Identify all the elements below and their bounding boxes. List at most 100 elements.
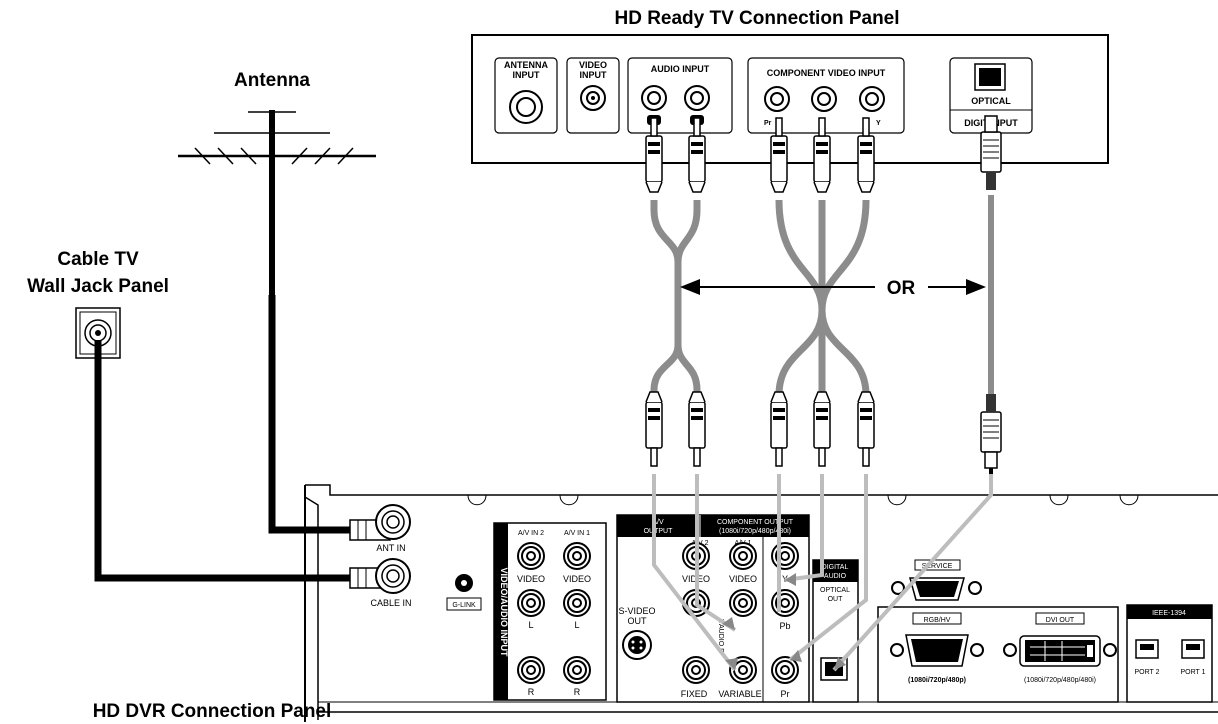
cable-in-connector-icon bbox=[349, 558, 411, 594]
antenna-cable bbox=[268, 295, 350, 534]
or-arrow-icon bbox=[680, 279, 986, 295]
av1-audio-l-jack-icon bbox=[729, 589, 757, 617]
dvr-audio-r-plug-icon bbox=[688, 391, 706, 467]
digital-audio-label1: DIGITAL bbox=[822, 564, 849, 571]
tv-antenna-jack-icon bbox=[509, 90, 543, 124]
dvr-optical-plug-icon bbox=[980, 394, 1002, 478]
av-in-1-l-jack-icon bbox=[563, 589, 591, 617]
tv-comp-y-plug-icon bbox=[857, 117, 875, 193]
tv-component-y-jack-icon bbox=[859, 86, 885, 112]
dvi-out-label: DVI OUT bbox=[1046, 617, 1075, 624]
comp-pr-label: Pr bbox=[781, 689, 790, 699]
svideo-label1: S-VIDEO bbox=[618, 606, 655, 616]
tv-antenna-input-label2: INPUT bbox=[513, 70, 541, 80]
component-output-label2: (1080i/720p/480p/480i) bbox=[719, 528, 791, 535]
audio-vertical-label: L AUDIO R bbox=[717, 619, 724, 653]
av-in-2-r-label: R bbox=[528, 687, 535, 697]
dvr-audio-l-plug-icon bbox=[645, 391, 663, 467]
optical-out-label1: OPTICAL bbox=[820, 587, 850, 594]
tv-pr-label: Pr bbox=[764, 120, 772, 127]
or-label: OR bbox=[887, 278, 916, 299]
rgb-hv-port-icon bbox=[890, 634, 984, 667]
ant-in-label: ANT IN bbox=[376, 543, 405, 553]
av-in-1-label: A/V IN 1 bbox=[564, 530, 590, 537]
service-port-icon bbox=[891, 577, 982, 601]
av-output-label1: A/V bbox=[652, 519, 664, 526]
av-in-2-video-label: VIDEO bbox=[517, 574, 545, 584]
component-output-label1: COMPONENT OUTPUT bbox=[717, 519, 794, 526]
cable-title-line2: Wall Jack Panel bbox=[27, 276, 169, 297]
av-in-2-video-jack-icon bbox=[517, 542, 545, 570]
dvr-comp-pr-plug-icon bbox=[770, 391, 788, 467]
rgb-hv-label: RGB/HV bbox=[924, 617, 951, 624]
av-in-1-video-jack-icon bbox=[563, 542, 591, 570]
ieee-port-1-icon bbox=[1181, 639, 1205, 659]
g-link-jack-icon bbox=[455, 574, 473, 592]
tv-component-input-label: COMPONENT VIDEO INPUT bbox=[767, 68, 886, 78]
component-cable bbox=[775, 199, 870, 396]
svideo-label2: OUT bbox=[628, 616, 648, 626]
dvr-comp-y-plug-icon bbox=[857, 391, 875, 467]
av-in-1-r-jack-icon bbox=[563, 656, 591, 684]
tv-comp-pr-plug-icon bbox=[770, 117, 788, 193]
av-in-1-video-label: VIDEO bbox=[563, 574, 591, 584]
av-input-vertical-label: VIDEO/AUDIO INPUT bbox=[499, 567, 509, 657]
rgb-resolution-label: (1080i/720p/480p) bbox=[908, 677, 966, 684]
port-1-label: PORT 1 bbox=[1180, 669, 1205, 676]
av-in-1-r-label: R bbox=[574, 687, 581, 697]
comp-pb-label: Pb bbox=[779, 621, 790, 631]
av1-video-jack-icon bbox=[729, 542, 757, 570]
tv-connection-panel: ANTENNA INPUT VIDEO INPUT AUDIO INPUT L … bbox=[471, 34, 1109, 164]
tv-optical-label: OPTICAL bbox=[971, 96, 1011, 106]
tv-audio-l-jack-icon bbox=[641, 85, 667, 111]
ieee-port-2-icon bbox=[1135, 639, 1159, 659]
cable-tv-cable bbox=[94, 340, 350, 582]
dvr-output-cables bbox=[652, 474, 993, 672]
tv-audio-r-jack-icon bbox=[684, 85, 710, 111]
tv-audio-r-plug-icon bbox=[688, 117, 706, 193]
rca-plugs bbox=[645, 115, 1002, 478]
dvr-panel-title: HD DVR Connection Panel bbox=[93, 701, 332, 722]
tv-optical-plug-icon bbox=[980, 115, 1002, 190]
av1-video-label: VIDEO bbox=[729, 574, 757, 584]
cable-in-label: CABLE IN bbox=[370, 598, 411, 608]
antenna-icon bbox=[178, 110, 376, 295]
tv-video-jack-icon bbox=[580, 85, 606, 111]
av-in-2-label: A/V IN 2 bbox=[518, 530, 544, 537]
dvr-connection-panel: ANT IN CABLE IN G-LINK VIDEO/AUDIO INPUT… bbox=[304, 484, 1218, 722]
digital-audio-label2: AUDIO bbox=[824, 573, 847, 580]
av-output-label2: OUTPUT bbox=[644, 528, 674, 535]
av-in-2-l-label: L bbox=[528, 620, 533, 630]
comp-pb-jack-icon bbox=[771, 589, 799, 617]
tv-component-pb-jack-icon bbox=[811, 86, 837, 112]
optical-out-label2: OUT bbox=[828, 596, 844, 603]
comp-pr-jack-icon bbox=[771, 656, 799, 684]
tv-audio-l-plug-icon bbox=[645, 117, 663, 193]
tv-panel-title: HD Ready TV Connection Panel bbox=[614, 8, 899, 29]
fixed-label: FIXED bbox=[681, 689, 708, 699]
cable-end-arrows bbox=[722, 573, 846, 670]
dvi-resolution-label: (1080i/720p/480p/480i) bbox=[1024, 677, 1096, 684]
antenna-title: Antenna bbox=[234, 70, 310, 91]
svideo-jack-icon bbox=[622, 630, 652, 660]
av-in-2-r-jack-icon bbox=[517, 656, 545, 684]
tv-component-pr-jack-icon bbox=[764, 86, 790, 112]
comp-y-jack-icon bbox=[771, 542, 799, 570]
dvi-out-port-icon bbox=[1003, 635, 1117, 667]
tv-comp-pb-plug-icon bbox=[813, 117, 831, 193]
dvr-comp-pb-plug-icon bbox=[813, 391, 831, 467]
tv-audio-input-label: AUDIO INPUT bbox=[651, 64, 710, 74]
g-link-label: G-LINK bbox=[452, 602, 476, 609]
ieee-1394-label: IEEE-1394 bbox=[1152, 610, 1186, 617]
variable-label: VARIABLE bbox=[718, 689, 761, 699]
fixed-audio-r-jack-icon bbox=[682, 656, 710, 684]
tv-video-input-label2: INPUT bbox=[580, 70, 608, 80]
cable-title-line1: Cable TV bbox=[57, 249, 139, 270]
av-in-2-l-jack-icon bbox=[517, 589, 545, 617]
tv-video-input-label1: VIDEO bbox=[579, 60, 607, 70]
ant-in-connector-icon bbox=[349, 504, 411, 541]
tv-y-label: Y bbox=[876, 120, 881, 127]
av-in-1-l-label: L bbox=[574, 620, 579, 630]
tv-antenna-input-label1: ANTENNA bbox=[504, 60, 548, 70]
